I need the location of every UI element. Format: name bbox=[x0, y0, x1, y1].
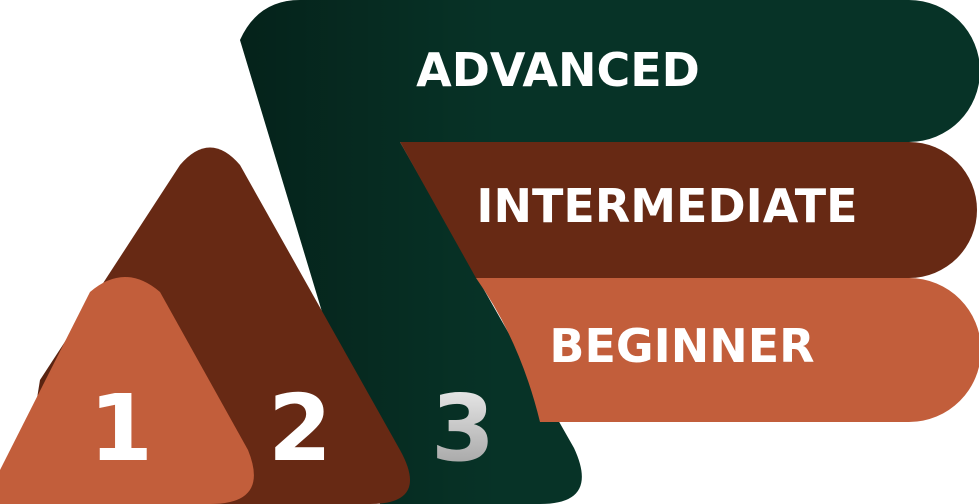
intermediate-band bbox=[400, 142, 977, 278]
beginner-band bbox=[476, 278, 979, 422]
advanced-label: ADVANCED bbox=[416, 43, 700, 97]
level-beginner bbox=[0, 277, 979, 504]
level-advanced bbox=[240, 0, 979, 504]
beginner-label: BEGINNER bbox=[549, 319, 814, 373]
advanced-band-shade bbox=[240, 0, 979, 504]
level-number-2: 2 bbox=[268, 375, 332, 482]
level-number-3: 3 bbox=[431, 375, 495, 482]
intermediate-label: INTERMEDIATE bbox=[476, 179, 857, 233]
level-number-1: 1 bbox=[89, 375, 153, 482]
beginner-triangle bbox=[0, 277, 254, 504]
